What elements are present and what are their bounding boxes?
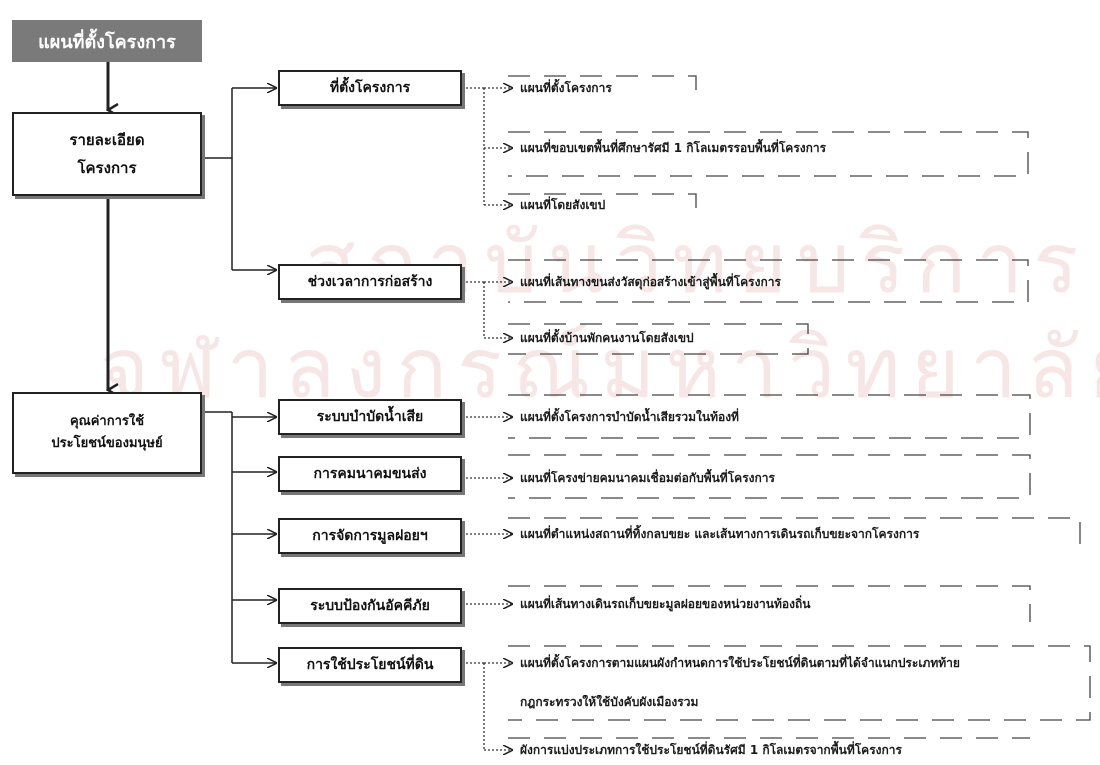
root-title-box: แผนที่ตั้งโครงการ: [12, 20, 202, 62]
project-details-line-1: รายละเอียด: [69, 130, 145, 149]
project-details-line-2: โครงการ: [77, 159, 137, 177]
solid-waste-box: การจัดการมูลฝอยฯ: [278, 518, 462, 554]
project-details-box: รายละเอียด โครงการ: [12, 112, 202, 196]
leaf-location-map: แผนที่ตั้งโครงการ: [520, 81, 612, 95]
transportation-box: การคมนาคมขนส่ง: [278, 456, 462, 492]
human-use-value-line-1: คุณค่าการใช้: [69, 413, 145, 429]
human-use-value-line-2: ประโยชน์ของมนุษย์: [51, 436, 163, 451]
leaf-zoning-map-line-1: แผนที่ตั้งโครงการตามแผนผังกำหนดการใช้ประ…: [520, 656, 960, 670]
project-location-box: ที่ตั้งโครงการ: [278, 70, 462, 106]
leaf-waste-collection-map: แผนที่ตำแหน่งสถานที่ทิ้งกลบขยะ และเส้นทา…: [520, 527, 920, 541]
leaf-layout-map: แผนที่โดยสังเขป: [520, 198, 606, 212]
disaster-prevention-box: ระบบป้องกันอัคคีภัย: [278, 588, 462, 624]
leaf-land-use-radius-map: ผังการแบ่งประเภทการใช้ประโยชน์ที่ดินรัศม…: [520, 743, 902, 757]
land-use-box: การใช้ประโยชน์ที่ดิน: [278, 647, 462, 683]
leaf-wastewater-map: แผนที่ตั้งโครงการบำบัดน้ำเสียรวมในท้องที…: [520, 410, 739, 424]
watermark-line-2: จุฬาลงกรณ์มหาวิทยาลัย: [100, 319, 1100, 417]
wastewater-treatment-box: ระบบบำบัดน้ำเสีย: [278, 399, 462, 435]
leaf-study-area-map: แผนที่ขอบเขตพื้นที่ศึกษารัศมี 1 กิโลเมตร…: [520, 141, 827, 155]
leaf-road-network-map: แผนที่โครงข่ายคมนาคมเชื่อมต่อกับพื้นที่โ…: [520, 471, 775, 485]
human-use-value-box: คุณค่าการใช้ ประโยชน์ของมนุษย์: [12, 392, 202, 474]
leaf-fire-route-map: แผนที่เส้นทางเดินรถเก็บขยะมูลฝอยของหน่วย…: [520, 597, 811, 611]
construction-period-box: ช่วงเวลาการก่อสร้าง: [278, 264, 462, 300]
branch-details: [202, 88, 233, 159]
leaf-material-route-map: แผนที่เส้นทางขนส่งวัสดุก่อสร้างเข้าสู่พื…: [520, 275, 781, 289]
leaf-workers-camp-map: แผนที่ตั้งบ้านพักคนงานโดยสังเขป: [520, 331, 694, 345]
leaf-zoning-map-line-2: กฎกระทรวงให้ใช้บังคับผังเมืองรวม: [520, 695, 699, 709]
leaf-frames: [508, 75, 1091, 739]
